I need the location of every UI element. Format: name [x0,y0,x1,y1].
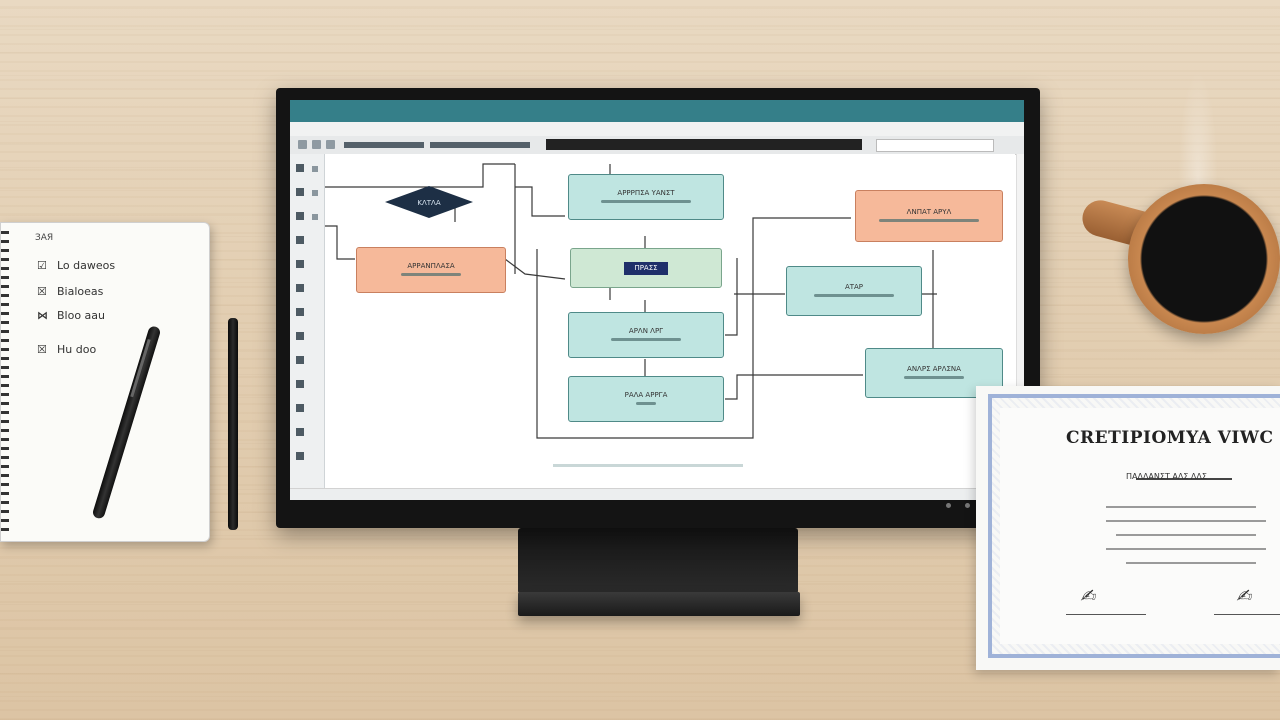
certificate-line [1106,520,1266,522]
node-text-lines [814,294,894,297]
diagram-canvas[interactable]: ΚΛΤΛΑ ΑΡΡΡΠΣΑ ΥΑΝΣΤ ΑΡΡΑΝΠΛΑΣΑ ΠΡΑΣΣ ΛΝΠ… [325,154,1015,488]
signature-line [1066,614,1146,615]
toolbar-ribbon [546,139,862,150]
toolbar-button[interactable] [326,140,335,149]
notebook-item: ☒ Hu doo [37,343,96,356]
toolbar-button[interactable] [298,140,307,149]
signature-left: ✍︎ [1080,586,1096,607]
monitor-base [518,592,800,616]
shape-tool-icon[interactable] [312,214,318,220]
shape-tool-icon[interactable] [296,356,304,364]
decision-diamond-label: ΚΛΤΛΑ [417,199,440,207]
node-text-lines [635,402,656,405]
certificate-line [1106,506,1256,508]
decision-diamond[interactable] [385,186,473,218]
shape-tool-icon[interactable] [296,404,304,412]
flow-node-right-mid[interactable]: ΑΤΑΡ [786,266,922,316]
flow-node-left[interactable]: ΑΡΡΑΝΠΛΑΣΑ [356,247,506,293]
certificate: CRETIPIOMYA VIWC ΠΑΛΛΑΝΣΤ ΑΛΣ ΛΛΣ ✍︎ ✍︎ [976,386,1280,670]
notebook-spiral [1,231,9,531]
node-label: ΛΝΠΑΤ ΑΡΥΛ [906,208,952,216]
menu-bar[interactable] [290,122,1024,137]
notebook-item: ☑ Lo daweos [37,259,115,272]
shape-tool-icon[interactable] [296,188,304,196]
node-text-lines [401,273,461,276]
shape-tool-icon[interactable] [296,308,304,316]
flow-node-lower-2[interactable]: ΡΑΛΑ ΑΡΡΓΑ [568,376,724,422]
shape-tool-icon[interactable] [296,452,304,460]
certificate-body [1000,408,1280,644]
shape-tool-icon[interactable] [296,428,304,436]
certificate-title: CRETIPIOMYA VIWC [1066,428,1274,448]
checkbox-icon: ☒ [37,343,47,356]
flow-node-lower-1[interactable]: ΑΡΛΝ ΛΡΓ [568,312,724,358]
notebook-item: ☒ Bialoeas [37,285,103,298]
pencil [228,318,238,530]
status-bar [290,488,1024,500]
node-label: ΑΡΡΑΝΠΛΑΣΑ [407,262,455,270]
shape-tool-icon[interactable] [296,212,304,220]
monitor-button[interactable] [965,503,970,508]
node-text-lines [904,376,964,379]
signature-right: ✍︎ [1236,586,1252,607]
notebook-item-text: Hu doo [57,343,97,356]
screen: ΚΛΤΛΑ ΑΡΡΡΠΣΑ ΥΑΝΣΤ ΑΡΡΑΝΠΛΑΣΑ ΠΡΑΣΣ ΛΝΠ… [290,100,1024,500]
signature-line [1214,614,1280,615]
toolbar-button[interactable] [312,140,321,149]
certificate-line [1136,478,1232,480]
checkbox-icon: ☑ [37,259,47,272]
window-titlebar [290,100,1024,122]
toolbar-search-input[interactable] [876,139,994,152]
notebook-item-text: Bialoeas [57,285,104,298]
node-label: ΡΑΛΑ ΑΡΡΓΑ [624,391,668,399]
notebook-item-text: Lo daweos [57,259,116,272]
monitor-button[interactable] [946,503,951,508]
shape-tool-icon[interactable] [296,380,304,388]
node-label: ΑΝΛΡΣ ΑΡΛΣΝΑ [907,365,961,373]
monitor-stand [518,528,798,594]
notebook-item: ⋈ Bloo aau [37,309,105,322]
horizontal-scrollbar[interactable] [553,464,743,467]
flow-node-right-top[interactable]: ΛΝΠΑΤ ΑΡΥΛ [855,190,1003,242]
flow-node-top[interactable]: ΑΡΡΡΠΣΑ ΥΑΝΣΤ [568,174,724,220]
checkbox-icon: ☒ [37,285,47,298]
toolbar-group[interactable] [430,142,530,148]
node-label: ΠΡΑΣΣ [624,261,668,275]
node-label: ΑΡΡΡΠΣΑ ΥΑΝΣΤ [617,189,675,197]
node-text-lines [601,200,691,203]
shape-palette [290,154,325,488]
node-text-lines [611,338,681,341]
flow-node-center[interactable]: ΠΡΑΣΣ [570,248,722,288]
coffee-mug [1128,184,1280,334]
shape-tool-icon[interactable] [296,332,304,340]
node-text-lines [879,219,979,222]
shape-tool-icon[interactable] [296,260,304,268]
toolbar [290,136,1024,155]
monitor: ΚΛΤΛΑ ΑΡΡΡΠΣΑ ΥΑΝΣΤ ΑΡΡΑΝΠΛΑΣΑ ΠΡΑΣΣ ΛΝΠ… [276,88,1040,528]
toolbar-group[interactable] [344,142,424,148]
certificate-line [1126,562,1256,564]
certificate-subtitle: ΠΑΛΛΑΝΣΤ ΑΛΣ ΛΛΣ [1126,472,1207,481]
notebook-header: ЗАЯ [35,233,54,243]
certificate-line [1106,548,1266,550]
node-label: ΑΡΛΝ ΛΡΓ [628,327,664,335]
shape-tool-icon[interactable] [296,284,304,292]
node-label: ΑΤΑΡ [844,283,864,291]
shape-tool-icon[interactable] [296,236,304,244]
vertical-scrollbar[interactable] [1016,154,1024,488]
notebook-item-text: Bloo aau [57,309,106,322]
shape-tool-icon[interactable] [312,190,318,196]
certificate-line [1116,534,1256,536]
shape-tool-icon[interactable] [312,166,318,172]
checkbox-icon: ⋈ [37,309,48,322]
shape-tool-icon[interactable] [296,164,304,172]
